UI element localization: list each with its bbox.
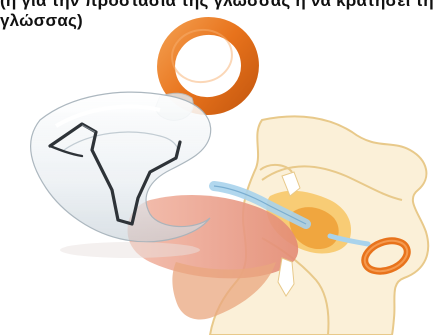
device-illustration: [0, 0, 444, 335]
